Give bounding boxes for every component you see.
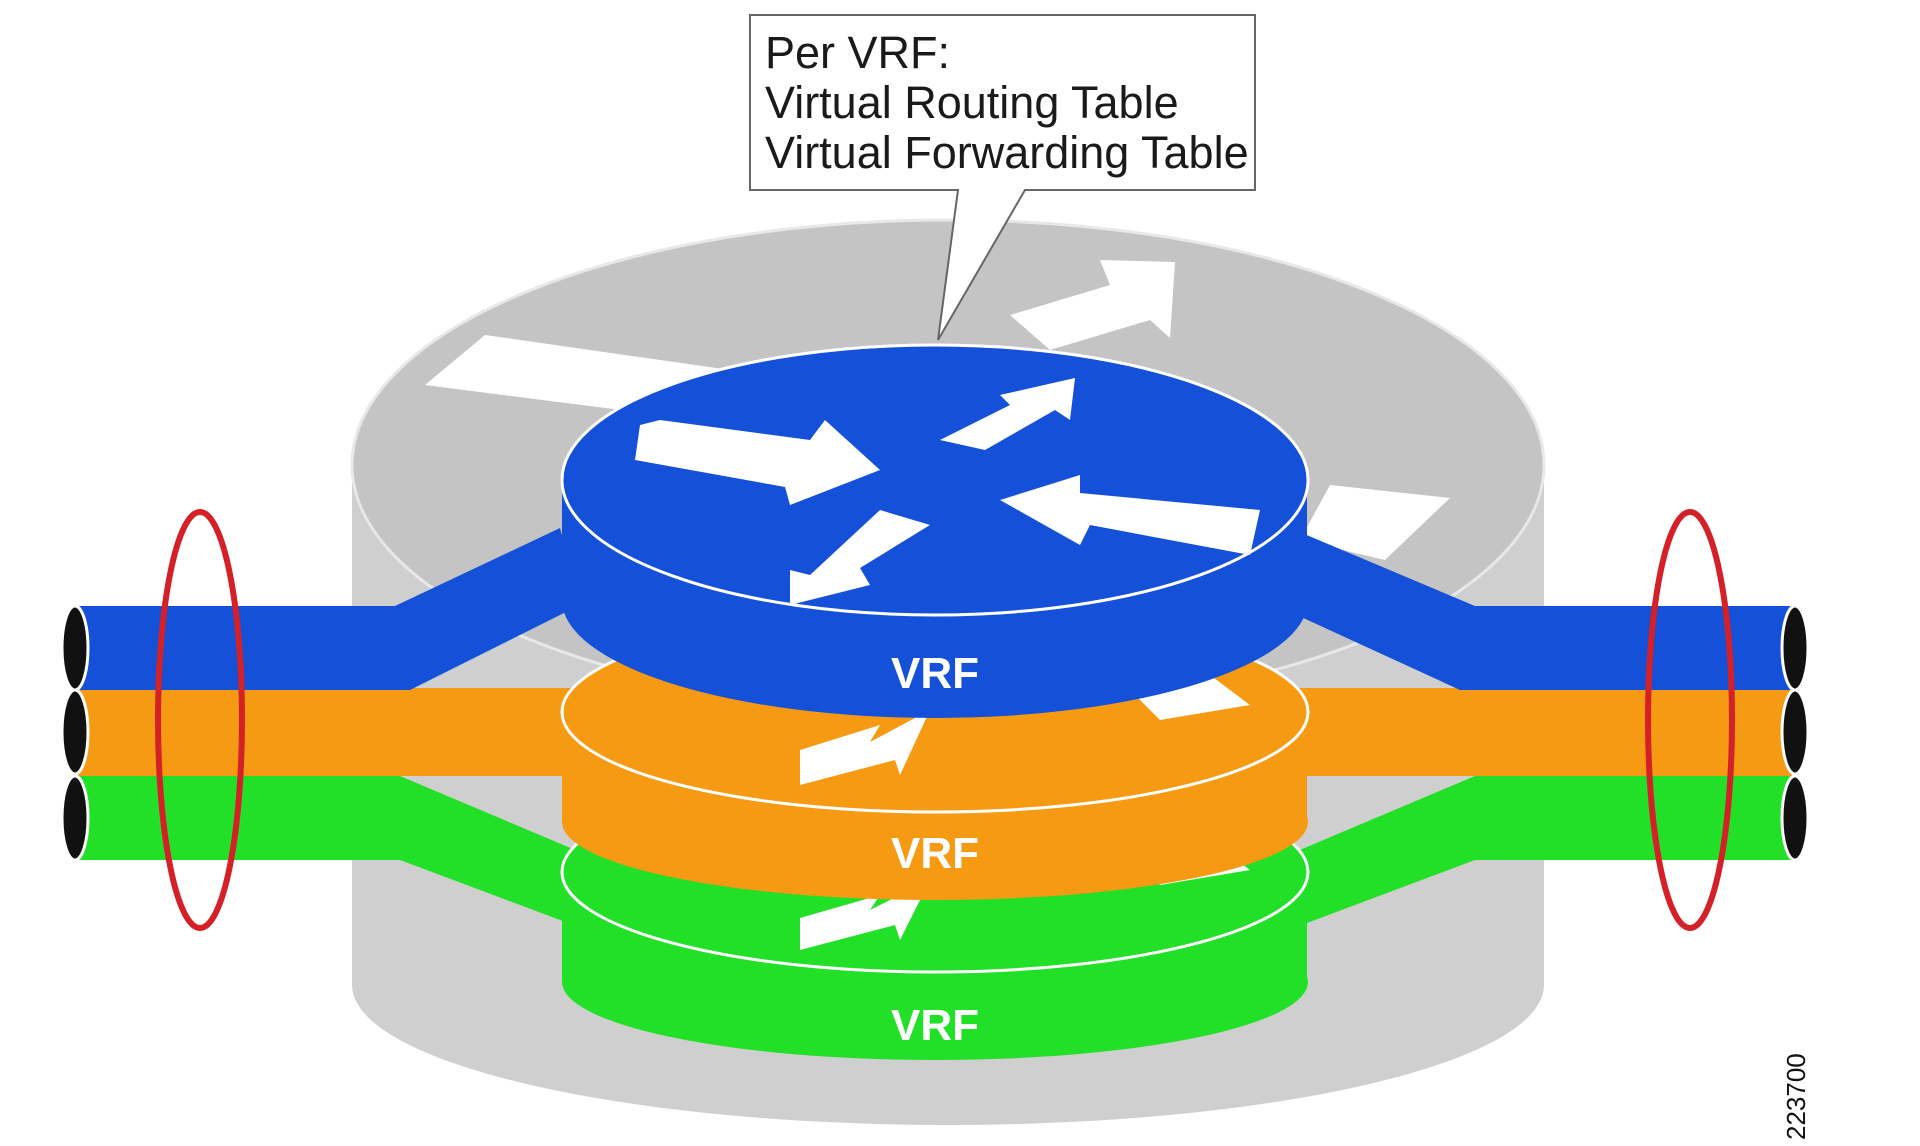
- bundle-ring-right: [1645, 509, 1735, 931]
- blue-disk-top: [560, 343, 1310, 617]
- orange-tube-left: [75, 688, 600, 776]
- green-tube-left: [75, 776, 600, 935]
- router-arrow-upright: [1010, 260, 1175, 350]
- tube-end-caps: [60, 604, 1810, 862]
- orange-tube-right: [1275, 688, 1795, 776]
- blue-arrow-right: [635, 420, 880, 505]
- blue-arrow-left: [1000, 475, 1260, 555]
- green-tube-right: [1275, 776, 1795, 935]
- tube-end-right-blue: [1780, 604, 1810, 692]
- blue-arrow-upright: [940, 378, 1075, 450]
- callout: Per VRF: Virtual Routing Table Virtual F…: [749, 14, 1256, 341]
- tube-end-left-orange: [60, 688, 90, 776]
- callout-line-2: Virtual Routing Table: [765, 77, 1179, 128]
- router-arrow-right: [1300, 485, 1450, 560]
- callout-line-1: Per VRF:: [765, 27, 950, 78]
- callout-box: [749, 14, 1256, 341]
- vrf-layer-blue: VRF: [75, 343, 1795, 718]
- callout-line-3: Virtual Forwarding Table: [765, 127, 1249, 178]
- blue-arrow-downleft: [790, 510, 930, 605]
- blue-vrf-label: VRF: [891, 649, 979, 698]
- tube-end-right-orange: [1780, 688, 1810, 776]
- orange-arrow-downleft: [800, 710, 930, 785]
- tube-end-left-green: [60, 774, 90, 862]
- figure-id: 223700: [1781, 1053, 1811, 1140]
- blue-tube-right: [1275, 528, 1795, 690]
- green-vrf-label: VRF: [891, 1001, 979, 1050]
- orange-vrf-label: VRF: [891, 829, 979, 878]
- tube-end-left-blue: [60, 604, 90, 692]
- bundle-ring-left: [155, 509, 245, 931]
- tube-end-right-green: [1780, 774, 1810, 862]
- blue-tube-left: [75, 528, 580, 690]
